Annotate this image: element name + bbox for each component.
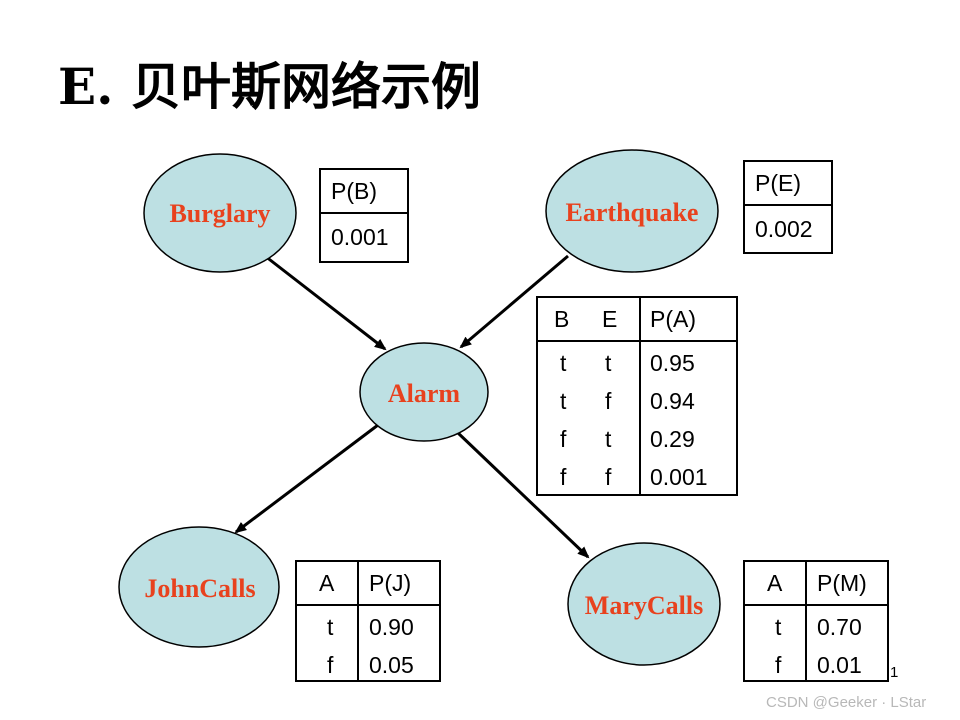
node-marycalls-label: MaryCalls <box>585 591 703 620</box>
cpt-alarm-cell: 0.95 <box>650 349 695 376</box>
cpt-earthquake-row: 0.002 <box>745 206 831 252</box>
cpt-johncalls-cell: t <box>327 613 334 640</box>
node-johncalls: JohnCalls <box>118 526 280 648</box>
cpt-marycalls-cell: 0.01 <box>817 651 862 678</box>
node-marycalls: MaryCalls <box>567 542 721 666</box>
table-row: f 0.05 <box>297 646 439 684</box>
table-row: f 0.01 <box>745 646 887 684</box>
cpt-marycalls-header-row: A P(M) <box>745 562 887 606</box>
node-alarm-label: Alarm <box>388 379 461 408</box>
cpt-earthquake: P(E) 0.002 <box>743 160 833 254</box>
cpt-alarm-cell: t <box>560 349 567 376</box>
node-burglary-label: Burglary <box>169 199 270 228</box>
node-earthquake-label: Earthquake <box>566 198 699 227</box>
node-earthquake: Earthquake <box>545 149 719 273</box>
cpt-johncalls-header-row: A P(J) <box>297 562 439 606</box>
edge-alarm-johncalls <box>234 423 379 534</box>
cpt-johncalls-cell: 0.05 <box>369 651 414 678</box>
cpt-marycalls: A P(M) t 0.70 f 0.01 <box>743 560 889 682</box>
table-row: t f 0.94 <box>538 382 736 420</box>
cpt-marycalls-cell: f <box>775 651 782 678</box>
cpt-burglary: P(B) 0.001 <box>319 168 409 263</box>
edge-burglary-alarm <box>264 254 387 351</box>
page-number: 1 <box>890 664 899 681</box>
cpt-alarm-cell: 0.29 <box>650 425 695 452</box>
cpt-earthquake-value: 0.002 <box>755 215 813 242</box>
cpt-johncalls-header-a: A <box>319 569 335 596</box>
slide-title: E. 贝叶斯网络示例 <box>58 62 481 113</box>
cpt-johncalls-cell: f <box>327 651 334 678</box>
table-row: t 0.70 <box>745 608 887 646</box>
cpt-marycalls-cell: t <box>775 613 782 640</box>
cpt-marycalls-header-a: A <box>767 569 783 596</box>
cpt-alarm-cell: t <box>560 387 567 414</box>
node-burglary: Burglary <box>143 153 297 273</box>
cpt-alarm-header-row: B E P(A) <box>538 298 736 342</box>
table-row: t t 0.95 <box>538 344 736 382</box>
cpt-alarm-cell: f <box>560 463 567 490</box>
cpt-alarm-header-b: B <box>554 305 570 332</box>
node-johncalls-label: JohnCalls <box>144 574 255 603</box>
cpt-alarm-divider <box>639 298 641 494</box>
title-letter: E. <box>58 57 114 116</box>
cpt-burglary-header: P(B) <box>331 177 377 204</box>
edges <box>234 254 590 559</box>
cpt-alarm-cell: f <box>560 425 567 452</box>
cpt-burglary-value: 0.001 <box>331 223 389 250</box>
cpt-alarm: B E P(A) t t 0.95 t f 0.94 f t 0.29 f f … <box>536 296 738 496</box>
cpt-burglary-row: 0.001 <box>321 214 407 260</box>
watermark: CSDN @Geeker · LStar <box>766 694 927 711</box>
table-row: f f 0.001 <box>538 458 736 496</box>
edge-earthquake-alarm <box>459 254 569 349</box>
cpt-johncalls-header-p: P(J) <box>369 569 412 596</box>
cpt-burglary-header-row: P(B) <box>321 170 407 214</box>
cpt-alarm-header-p: P(A) <box>650 305 696 332</box>
cpt-marycalls-cell: 0.70 <box>817 613 862 640</box>
cpt-alarm-cell: 0.001 <box>650 463 708 490</box>
cpt-marycalls-header-p: P(M) <box>817 569 867 596</box>
cpt-marycalls-divider <box>805 562 807 680</box>
node-alarm: Alarm <box>359 342 489 442</box>
cpt-alarm-header-e: E <box>602 305 618 332</box>
edge-alarm-marycalls <box>455 430 590 559</box>
cpt-johncalls-divider <box>357 562 359 680</box>
table-row: t 0.90 <box>297 608 439 646</box>
title-text: 贝叶斯网络示例 <box>130 58 481 116</box>
cpt-earthquake-header-row: P(E) <box>745 162 831 206</box>
cpt-alarm-cell: f <box>605 387 612 414</box>
cpt-alarm-cell: t <box>605 425 612 452</box>
cpt-alarm-cell: f <box>605 463 612 490</box>
cpt-alarm-cell: 0.94 <box>650 387 695 414</box>
cpt-alarm-cell: t <box>605 349 612 376</box>
cpt-earthquake-header: P(E) <box>755 169 801 196</box>
cpt-johncalls: A P(J) t 0.90 f 0.05 <box>295 560 441 682</box>
table-row: f t 0.29 <box>538 420 736 458</box>
cpt-johncalls-cell: 0.90 <box>369 613 414 640</box>
